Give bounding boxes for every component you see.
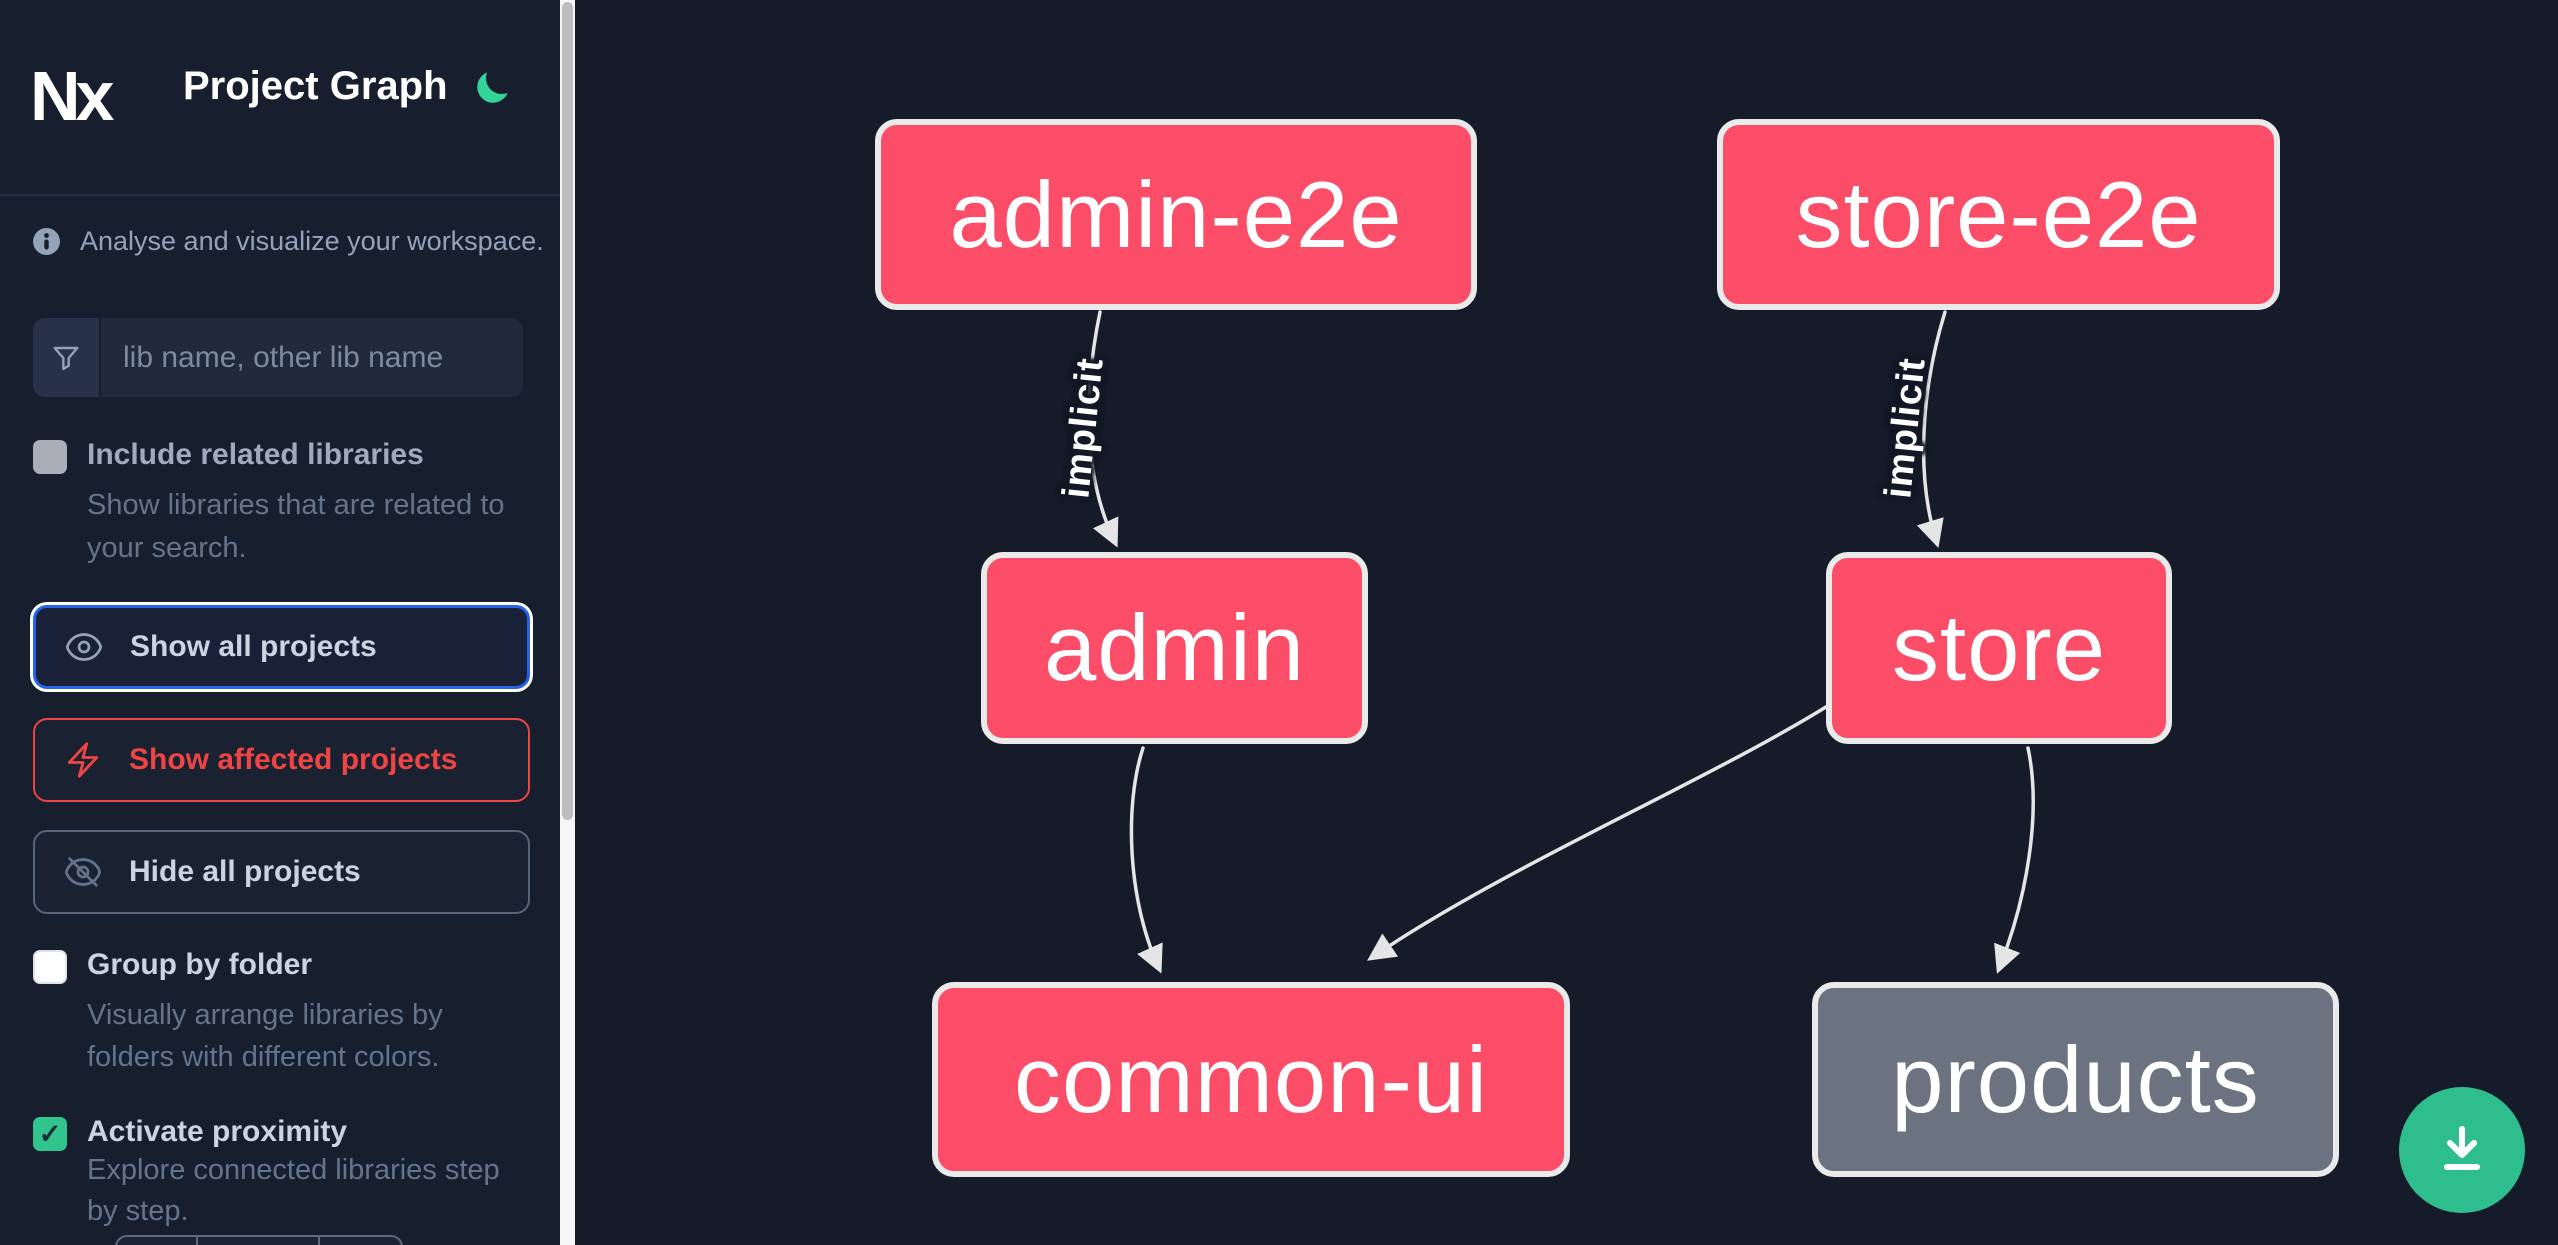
edge-store-common-ui	[1367, 700, 1836, 961]
tagline-text: Analyse and visualize your workspace.	[80, 226, 544, 256]
increment-button[interactable]	[320, 1237, 401, 1245]
search-input[interactable]	[101, 318, 523, 397]
hide-all-projects-label: Hide all projects	[129, 855, 361, 888]
show-affected-projects-button[interactable]: Show affected projects	[33, 718, 530, 802]
activate-proximity-checkbox[interactable]: ✓	[33, 1117, 67, 1151]
nx-logo: Nx	[30, 57, 115, 135]
show-all-projects-label: Show all projects	[130, 630, 377, 663]
eye-off-icon	[63, 852, 103, 892]
group-by-folder-checkbox[interactable]	[33, 950, 67, 984]
node-common-ui[interactable]: common-ui	[932, 982, 1570, 1177]
node-store-e2e[interactable]: store-e2e	[1717, 119, 2280, 310]
node-products[interactable]: products	[1812, 982, 2339, 1177]
search-box	[33, 318, 523, 397]
edge-admin-common-ui	[1129, 746, 1163, 974]
group-by-folder-label: Group by folder	[87, 948, 312, 981]
edge-store-products	[1994, 746, 2035, 974]
degree-value	[198, 1237, 320, 1245]
checkmark-icon: ✓	[38, 1118, 62, 1149]
edge-store-e2e-store	[1916, 310, 1947, 549]
show-affected-projects-label: Show affected projects	[129, 743, 458, 776]
bolt-icon	[63, 740, 103, 780]
include-related-libraries-label: Include related libraries	[87, 438, 424, 471]
node-store[interactable]: store	[1826, 552, 2172, 744]
proximity-degree-control[interactable]	[115, 1235, 403, 1245]
decrement-button[interactable]	[117, 1237, 198, 1245]
activate-proximity-description: Explore connected libraries step by step…	[87, 1154, 500, 1227]
node-admin-e2e[interactable]: admin-e2e	[875, 119, 1477, 310]
download-icon	[2434, 1120, 2490, 1181]
show-all-projects-button[interactable]: Show all projects	[33, 605, 530, 689]
edge-admin-e2e-admin	[1087, 310, 1119, 548]
filter-funnel-icon	[33, 318, 101, 397]
group-by-folder-description: Visually arrange libraries by folders wi…	[87, 999, 443, 1073]
eye-icon	[64, 627, 104, 667]
workspace-tagline: Analyse and visualize your workspace.	[33, 226, 544, 257]
include-related-libraries-description: Show libraries that are related to your …	[87, 489, 505, 564]
sidebar-scrollbar-thumb[interactable]	[562, 2, 573, 820]
info-icon	[33, 228, 60, 255]
include-related-libraries-checkbox[interactable]	[33, 440, 67, 474]
page-title: Project Graph	[183, 64, 448, 108]
activate-proximity-label: Activate proximity	[87, 1115, 348, 1148]
sidebar: Nx Project Graph Analyse and visualize y…	[0, 0, 560, 1245]
theme-toggle-moon-icon[interactable]	[472, 66, 514, 108]
node-admin[interactable]: admin	[981, 552, 1368, 744]
sidebar-header: Nx Project Graph	[0, 0, 560, 196]
download-image-button[interactable]	[2399, 1087, 2525, 1213]
hide-all-projects-button[interactable]: Hide all projects	[33, 830, 530, 914]
